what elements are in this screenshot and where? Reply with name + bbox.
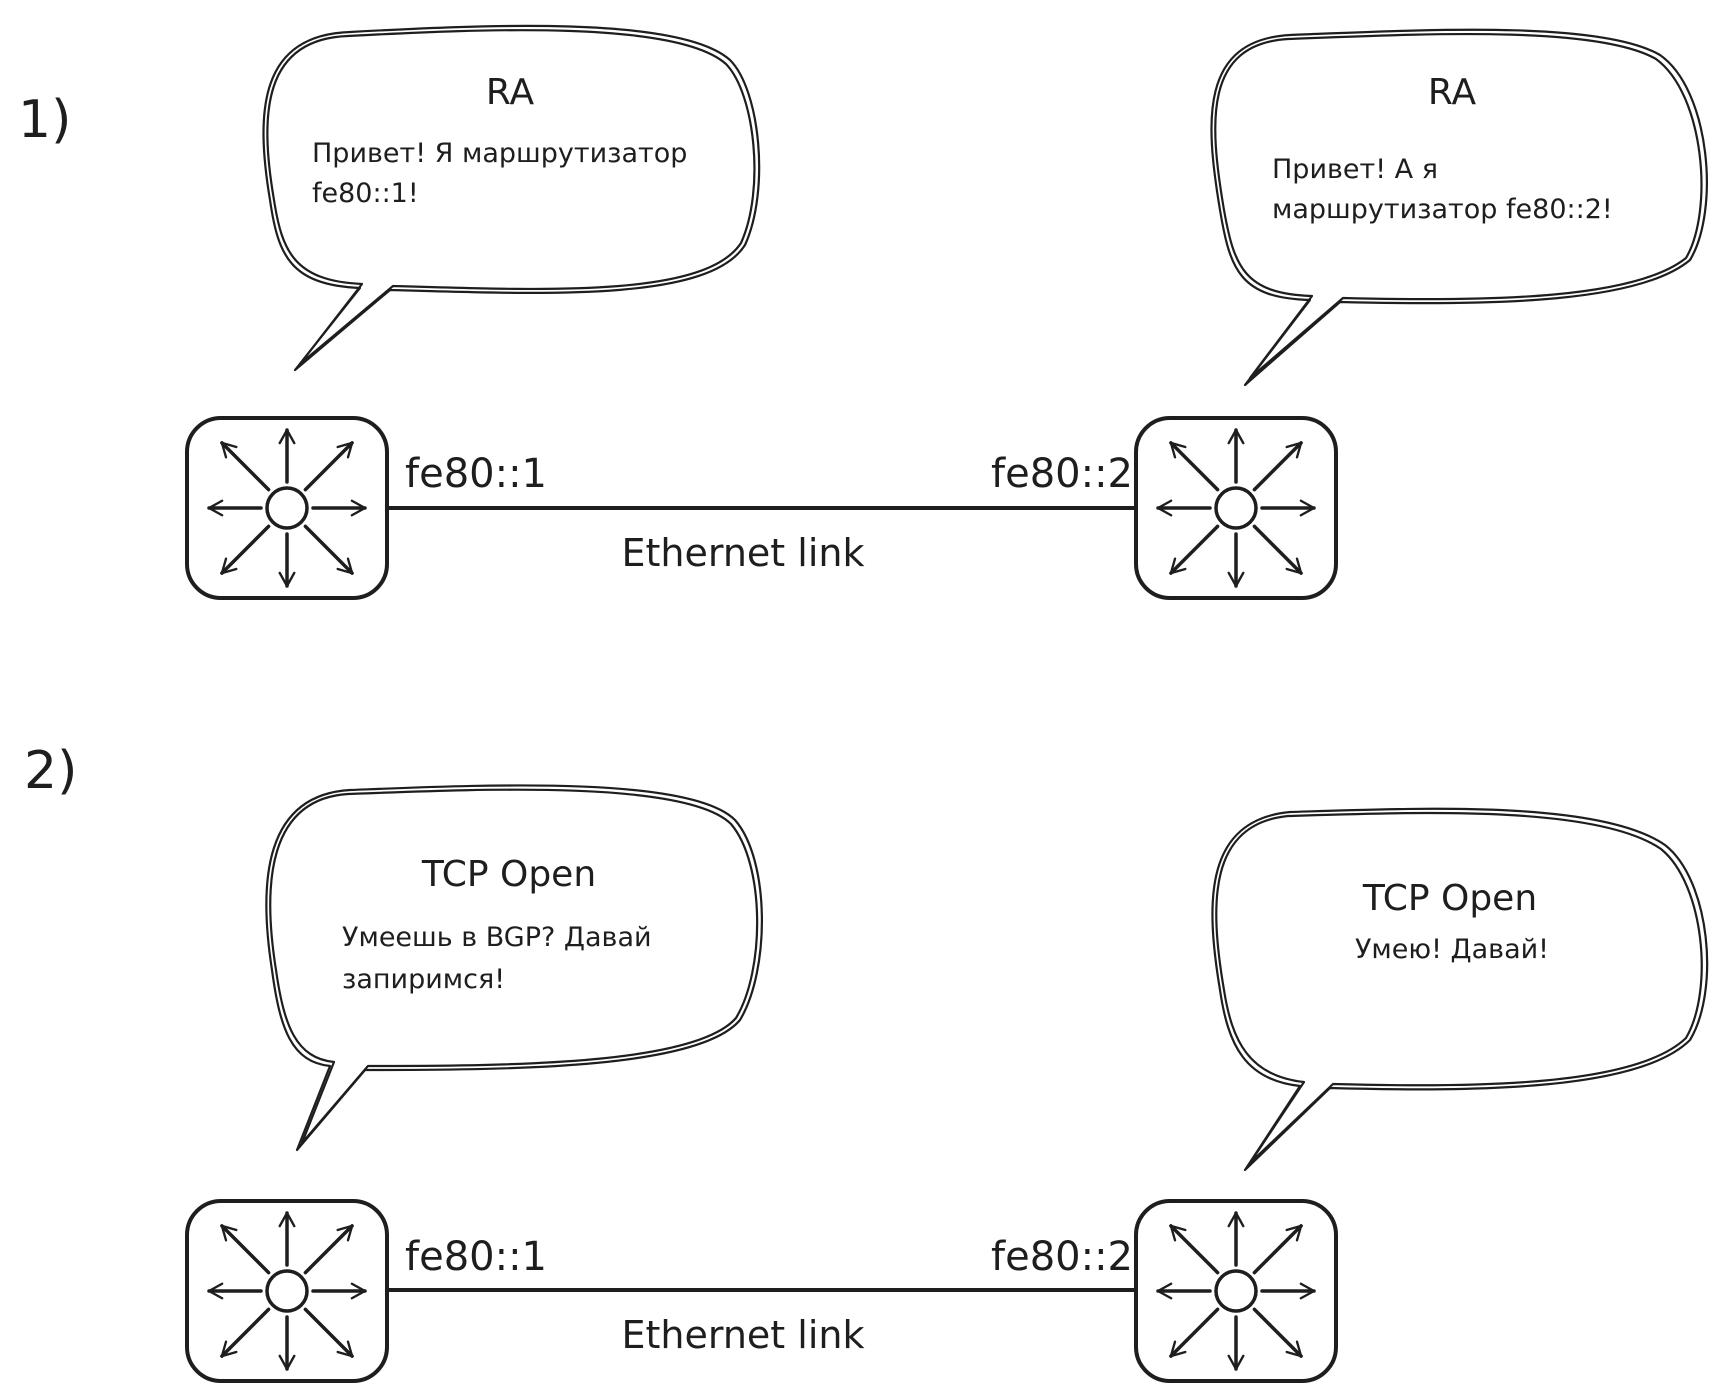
router-left-address: fe80::1 [405, 451, 547, 497]
bubble-text-line: запиримся! [342, 964, 505, 995]
step-2: 2) TCP Open Умеешь в BGP? Давай запиримс… [24, 741, 1709, 1383]
speech-bubble-left: TCP Open Умеешь в BGP? Давай запиримся! [265, 784, 763, 1152]
router-arrow [1252, 441, 1303, 492]
speech-bubble-right: TCP Open Умею! Давай! [1211, 807, 1709, 1172]
speech-bubble-right-outline [1210, 28, 1708, 387]
bubble-text-line: Умеешь в BGP? Давай [342, 922, 652, 953]
bubble-title: RA [486, 72, 535, 113]
speech-bubble-left-outline [262, 24, 761, 372]
router-arrow [1169, 1307, 1220, 1358]
speech-bubble-right-outline [1211, 807, 1709, 1172]
router-arrow [303, 441, 354, 492]
router-arrow [303, 1307, 354, 1358]
router-arrow [220, 441, 271, 492]
router-arrow [1169, 1224, 1220, 1275]
step-1: 1) RA Привет! Я маршрутизатор fe80::1! R… [18, 24, 1708, 600]
speech-bubble-right: RA Привет! А я маршрутизатор fe80::2! [1210, 28, 1708, 387]
router-hub [1214, 1269, 1258, 1313]
router-right-icon [1134, 416, 1338, 600]
router-arrow [1252, 1224, 1303, 1275]
router-left-address: fe80::1 [405, 1234, 547, 1280]
router-right-icon [1134, 1199, 1338, 1383]
bubble-text-line: Привет! Я маршрутизатор [312, 138, 687, 169]
speech-bubble-left: RA Привет! Я маршрутизатор fe80::1! [262, 24, 761, 372]
speech-bubble-left-outline-sketch [269, 788, 759, 1145]
bubble-title: TCP Open [1362, 878, 1537, 919]
speech-bubble-right-outline-sketch [1214, 32, 1703, 380]
router-arrow [220, 1224, 271, 1275]
router-arrow [303, 1224, 354, 1275]
router-right-address: fe80::2 [991, 1234, 1133, 1280]
router-arrow [220, 1307, 271, 1358]
router-hub [265, 1269, 309, 1313]
bubble-text-line: fe80::1! [312, 178, 419, 209]
bubble-text-line: Умею! Давай! [1355, 934, 1549, 965]
speech-bubble-left-outline [265, 784, 763, 1152]
ethernet-link-label: Ethernet link [622, 1313, 865, 1357]
router-hub [1214, 486, 1258, 530]
speech-bubble-right-outline-sketch [1215, 811, 1703, 1165]
speech-bubble-left-outline-sketch [266, 29, 756, 366]
router-left-icon [185, 416, 389, 600]
step-2-label: 2) [24, 741, 77, 801]
router-arrow [220, 524, 271, 575]
bubble-text-line: маршрутизатор fe80::2! [1272, 194, 1613, 225]
router-arrow [1252, 524, 1303, 575]
router-arrow [1169, 524, 1220, 575]
router-left-icon [185, 1199, 389, 1383]
router-arrow [1252, 1307, 1303, 1358]
step-1-label: 1) [18, 90, 71, 150]
router-arrow [1169, 441, 1220, 492]
router-arrow [303, 524, 354, 575]
bubble-title: RA [1428, 72, 1477, 113]
router-right-address: fe80::2 [991, 451, 1133, 497]
bubble-title: TCP Open [421, 854, 596, 895]
ethernet-link-label: Ethernet link [622, 531, 865, 575]
bubble-text-line: Привет! А я [1272, 154, 1438, 185]
router-hub [265, 486, 309, 530]
